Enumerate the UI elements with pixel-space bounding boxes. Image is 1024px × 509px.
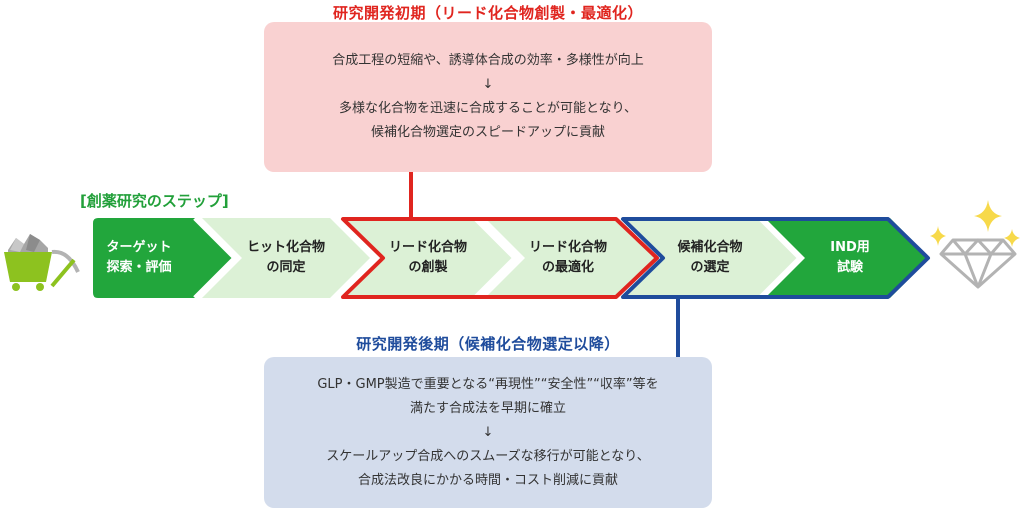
step-label-line: ターゲット — [106, 240, 172, 255]
note-line: 合成工程の短縮や、誘導体合成の効率・多様性が向上 — [332, 53, 644, 68]
separator — [193, 216, 239, 300]
step-lead-creation: リード化合物 の創製 — [373, 238, 483, 278]
separator — [758, 216, 804, 300]
step-label-line: の同定 — [266, 260, 306, 275]
step-target-discovery: ターゲット 探索・評価 — [84, 238, 194, 278]
step-label-line: の選定 — [690, 260, 730, 275]
sparkle-left — [930, 226, 946, 246]
step-label-line: の最適化 — [541, 260, 594, 275]
step-ind-studies: IND用 試験 — [795, 238, 905, 278]
step-arrow-lead-creation — [345, 218, 515, 298]
early-phase-note: 合成工程の短縮や、誘導体合成の効率・多様性が向上 ↓ 多様な化合物を迅速に合成す… — [264, 22, 712, 172]
step-arrow-ind — [765, 218, 930, 298]
late-phase-outline — [621, 217, 930, 299]
down-arrow-icon: ↓ — [482, 424, 494, 440]
note-line: 合成法改良にかかる時間・コスト削減に貢献 — [357, 472, 618, 488]
early-phase-title: 研究開発初期（リード化合物創製・最適化） — [332, 4, 643, 22]
step-hit-identification: ヒット化合物 の同定 — [231, 238, 341, 278]
separator — [473, 216, 519, 300]
step-arrow-hit — [202, 218, 370, 298]
step-label-line: 候補化合物 — [677, 240, 743, 255]
step-label-line: 試験 — [836, 260, 863, 275]
note-line: スケールアップ合成へのスムーズな移行が可能となり、 — [326, 448, 650, 464]
step-arrow-target — [93, 218, 235, 298]
step-label-line: ヒット化合物 — [246, 240, 325, 255]
note-line: GLP・GMP製造で重要となる“再現性”“安全性”“収率”等を — [317, 376, 659, 392]
sparkle-right — [1004, 229, 1020, 247]
step-arrow-lead-optimization — [485, 218, 658, 298]
step-label-line: IND用 — [830, 240, 870, 255]
step-label-line: リード化合物 — [528, 240, 607, 255]
down-arrow-icon: ↓ — [482, 77, 494, 92]
steps-title: [創薬研究のステップ] — [80, 192, 229, 210]
step-label-line: 探索・評価 — [106, 260, 172, 275]
step-arrow-candidate — [625, 218, 800, 298]
early-phase-outline — [341, 217, 659, 299]
sparkling-diamond-icon — [930, 200, 1020, 289]
note-line: 候補化合物選定のスピードアップに貢献 — [370, 125, 605, 140]
step-label-line: リード化合物 — [388, 240, 467, 255]
late-phase-title: 研究開発後期（候補化合物選定以降） — [356, 335, 620, 353]
sparkle-large — [974, 200, 1002, 232]
step-lead-optimization: リード化合物 の最適化 — [513, 238, 623, 278]
late-phase-note: GLP・GMP製造で重要となる“再現性”“安全性”“収率”等を 満たす合成法を早… — [264, 357, 712, 508]
mine-cart-pickaxe-icon — [4, 234, 80, 291]
note-line: 多様な化合物を迅速に合成することが可能となり、 — [338, 101, 638, 116]
note-line: 満たす合成法を早期に確立 — [409, 400, 566, 416]
step-label-line: の創製 — [408, 260, 448, 275]
step-candidate-selection: 候補化合物 の選定 — [655, 238, 765, 278]
